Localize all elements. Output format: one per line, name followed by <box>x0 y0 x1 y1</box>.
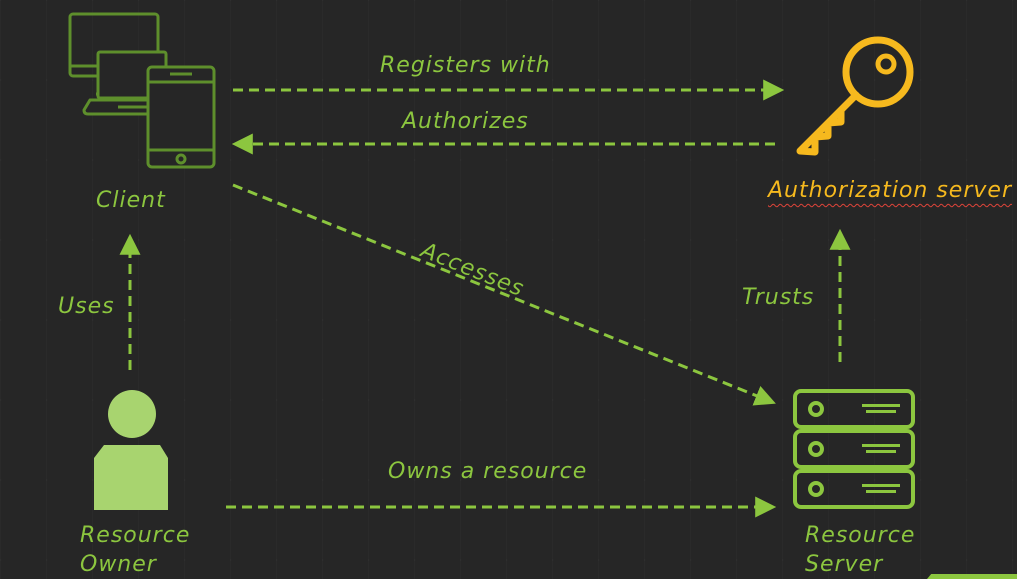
key-icon <box>796 36 914 156</box>
server-stack-icon <box>793 389 915 509</box>
resource-server-label-line2: Server <box>805 552 884 577</box>
trusts-label: Trusts <box>742 285 815 310</box>
uses-label: Uses <box>58 294 115 319</box>
resource-owner-label-line1: Resource <box>80 523 191 548</box>
owns-a-resource-label: Owns a resource <box>388 459 588 484</box>
accesses-arrow <box>232 183 776 406</box>
authorization-server-label: Authorization server <box>768 178 1012 203</box>
authorizes-label: Authorizes <box>402 109 529 134</box>
registers-with-label: Registers with <box>380 53 551 78</box>
client-label: Client <box>96 188 166 213</box>
corner-accent-bar <box>927 574 1017 579</box>
devices-icon <box>68 12 216 169</box>
resource-server-label-line1: Resource <box>805 523 916 548</box>
person-icon <box>94 390 168 510</box>
resource-owner-label-line2: Owner <box>80 552 157 577</box>
